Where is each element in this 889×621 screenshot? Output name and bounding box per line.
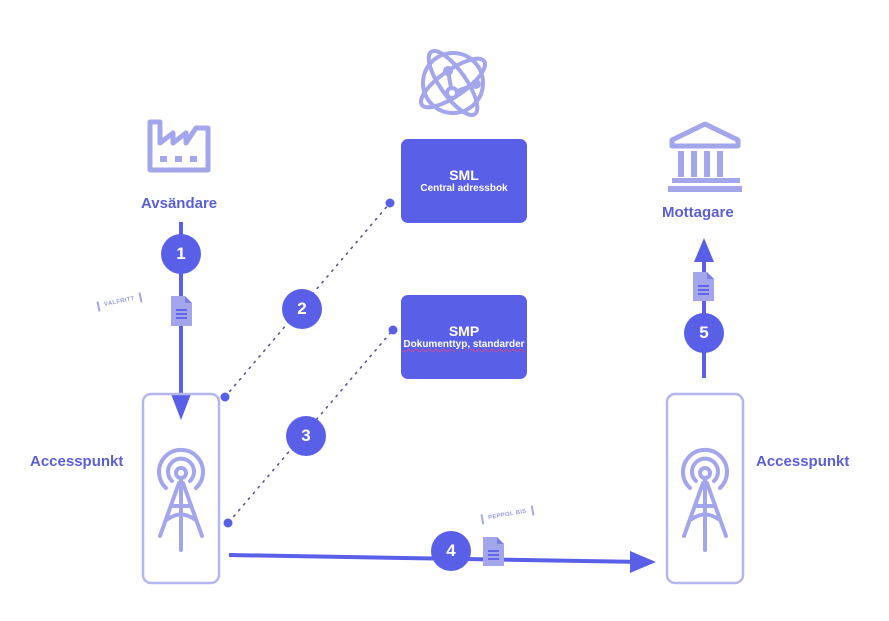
smp-box: SMP Dokumenttyp, standarder — [401, 295, 527, 379]
antenna-tower-icon-right — [681, 447, 729, 552]
accesspoint-left-label: Accesspunkt — [30, 453, 124, 470]
step-badge-3: 3 — [286, 416, 326, 456]
sender-label: Avsändare — [141, 195, 218, 212]
accesspoint-right-label: Accesspunkt — [756, 453, 850, 470]
sml-box: SML Central adressbok — [401, 139, 527, 223]
document-icon-step4 — [483, 537, 504, 566]
globe-network-icon — [418, 48, 488, 118]
lookup-line-sml — [220, 198, 395, 402]
step-badge-1: 1 — [161, 234, 201, 274]
sml-subtitle: Central adressbok — [420, 183, 508, 194]
factory-icon — [147, 119, 211, 173]
smp-subtitle: Dokumenttyp, standarder — [403, 339, 525, 350]
flow-arrow-5 — [694, 238, 714, 378]
step-badge-4: 4 — [431, 531, 471, 571]
document-icon-step5 — [693, 272, 714, 301]
bank-icon — [668, 121, 742, 192]
smp-title: SMP — [448, 323, 480, 339]
step-badge-5: 5 — [684, 313, 724, 353]
step-badge-2: 2 — [282, 289, 322, 329]
accesspoint-left-frame — [141, 392, 221, 585]
document-icon-step1 — [171, 296, 192, 326]
receiver-label: Mottagare — [662, 204, 734, 221]
lookup-line-smp — [223, 325, 398, 528]
antenna-tower-icon-left — [157, 447, 205, 552]
sml-title: SML — [449, 167, 479, 183]
accesspoint-right-frame — [665, 392, 745, 585]
